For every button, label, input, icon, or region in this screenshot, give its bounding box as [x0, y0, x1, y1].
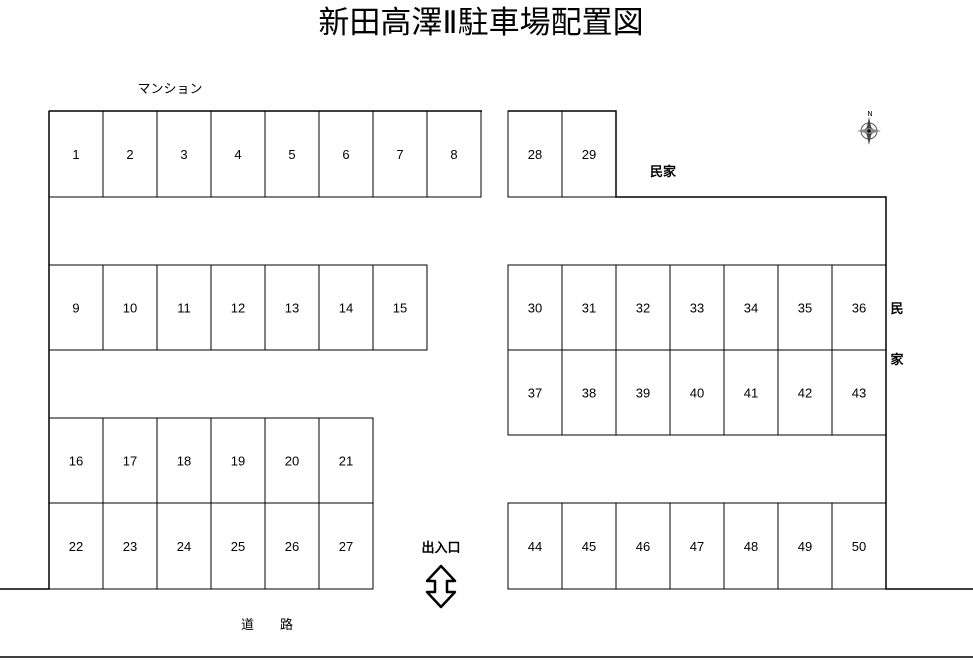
parking-space-number: 28: [528, 147, 542, 162]
parking-space-50: [831, 502, 887, 590]
mansion-label: マンション: [137, 82, 202, 97]
house-label-right-1: 民: [890, 302, 903, 317]
parking-space-number: 34: [744, 301, 758, 316]
parking-space-number: 6: [342, 147, 349, 162]
parking-space-number: 42: [798, 386, 812, 401]
parking-space-number: 18: [177, 454, 191, 469]
parking-space-number: 17: [123, 454, 137, 469]
parking-space-number: 1: [72, 147, 79, 162]
parking-space-27: [318, 502, 374, 590]
house-label-top: 民家: [650, 164, 677, 180]
parking-space-number: 20: [285, 454, 299, 469]
parking-space-number: 41: [744, 386, 758, 401]
page-title: 新田高澤Ⅱ駐車場配置図: [318, 5, 643, 41]
parking-space-43: [831, 349, 887, 436]
parking-space-number: 22: [69, 539, 83, 554]
parking-space-number: 33: [690, 301, 704, 316]
parking-space-number: 46: [636, 539, 650, 554]
parking-space-number: 26: [285, 539, 299, 554]
parking-space-number: 7: [396, 147, 403, 162]
parking-space-number: 36: [852, 301, 866, 316]
road-label: 道 路: [241, 617, 293, 633]
parking-space-number: 37: [528, 386, 542, 401]
parking-space-number: 23: [123, 539, 137, 554]
parking-space-29: [561, 110, 617, 198]
parking-space-number: 5: [288, 147, 295, 162]
parking-space-number: 14: [339, 301, 353, 316]
parking-space-number: 43: [852, 386, 866, 401]
parking-space-number: 39: [636, 386, 650, 401]
parking-space-number: 10: [123, 301, 137, 316]
parking-space-number: 32: [636, 301, 650, 316]
parking-space-number: 12: [231, 301, 245, 316]
parking-space-number: 40: [690, 386, 704, 401]
parking-space-number: 49: [798, 539, 812, 554]
parking-space-15: [372, 264, 428, 351]
parking-space-number: 44: [528, 539, 542, 554]
parking-space-number: 50: [852, 539, 866, 554]
entrance-label: 出入口: [421, 540, 460, 556]
parking-space-number: 2: [126, 147, 133, 162]
parking-space-number: 47: [690, 539, 704, 554]
parking-space-number: 24: [177, 539, 191, 554]
house-label-right-2: 家: [890, 352, 904, 368]
parking-space-number: 15: [393, 301, 407, 316]
compass-icon: [857, 117, 881, 145]
parking-space-8: [426, 110, 482, 198]
parking-space-number: 11: [177, 301, 191, 316]
parking-space-number: 30: [528, 301, 542, 316]
parking-space-number: 21: [339, 454, 353, 469]
parking-space-number: 9: [72, 301, 79, 316]
parking-space-number: 13: [285, 301, 299, 316]
parking-space-number: 31: [582, 301, 596, 316]
parking-space-number: 29: [582, 147, 596, 162]
parking-space-number: 45: [582, 539, 596, 554]
parking-space-number: 35: [798, 301, 812, 316]
parking-space-number: 4: [234, 147, 241, 162]
parking-space-number: 38: [582, 386, 596, 401]
parking-space-number: 27: [339, 539, 353, 554]
parking-space-number: 16: [69, 454, 83, 469]
parking-space-number: 25: [231, 539, 245, 554]
parking-space-number: 19: [231, 454, 245, 469]
parking-space-number: 8: [450, 147, 457, 162]
parking-space-number: 3: [180, 147, 187, 162]
compass-north-label: N: [867, 110, 872, 118]
entrance-arrow-icon: [425, 564, 457, 609]
parking-space-number: 48: [744, 539, 758, 554]
